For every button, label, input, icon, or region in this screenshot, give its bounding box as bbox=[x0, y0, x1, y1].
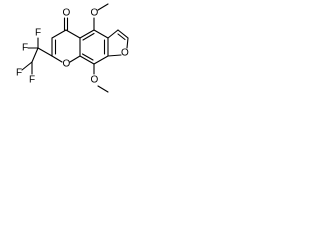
atom-label-pyran-ring-oxygen: O bbox=[63, 59, 71, 70]
bond-cf2-chf2 bbox=[31, 47, 39, 63]
bond-c9-c8a bbox=[79, 55, 95, 65]
bond-o-methoxy-bottom-ch3 bbox=[97, 85, 109, 93]
bond-o1-c8a bbox=[69, 55, 81, 63]
bond-o-methoxy-top-ch3 bbox=[97, 3, 109, 11]
atom-label-carbonyl-oxygen: O bbox=[63, 8, 71, 19]
bond-c6-c7-double bbox=[117, 33, 126, 41]
bond-chf2-f-left bbox=[21, 61, 33, 71]
atom-label-furan-ring-oxygen: O bbox=[121, 48, 129, 59]
atom-label-methoxy-bottom-oxygen: O bbox=[91, 75, 99, 86]
bond-c4-c3 bbox=[51, 29, 67, 39]
atom-label-fluorine-4: F bbox=[29, 75, 35, 86]
bond-c5-c5a bbox=[93, 29, 109, 39]
bond-c9-c8a-double bbox=[81, 53, 94, 61]
bond-o-furan-c9a bbox=[107, 54, 122, 57]
atom-labels: O O O O O F F F F bbox=[16, 8, 129, 86]
bond-c2-cf2 bbox=[37, 47, 53, 57]
atom-label-fluorine-1: F bbox=[35, 28, 41, 39]
bonds bbox=[21, 3, 129, 93]
bond-c7-o-furan bbox=[126, 37, 129, 49]
atom-label-fluorine-3: F bbox=[16, 68, 22, 79]
bond-c4-c4a bbox=[65, 29, 81, 39]
atom-label-fluorine-2: F bbox=[22, 43, 28, 54]
bond-c6-c7 bbox=[117, 29, 129, 39]
bond-c4a-c5-double bbox=[82, 32, 95, 41]
atom-label-methoxy-top-oxygen: O bbox=[91, 8, 99, 19]
bond-c5a-c6 bbox=[107, 29, 119, 39]
bond-c4a-c5 bbox=[79, 29, 95, 39]
bond-c9a-c9 bbox=[93, 55, 109, 65]
bond-c2-o1 bbox=[51, 55, 63, 63]
chemical-structure-diagram: O O O O O F F F F bbox=[16, 3, 129, 93]
